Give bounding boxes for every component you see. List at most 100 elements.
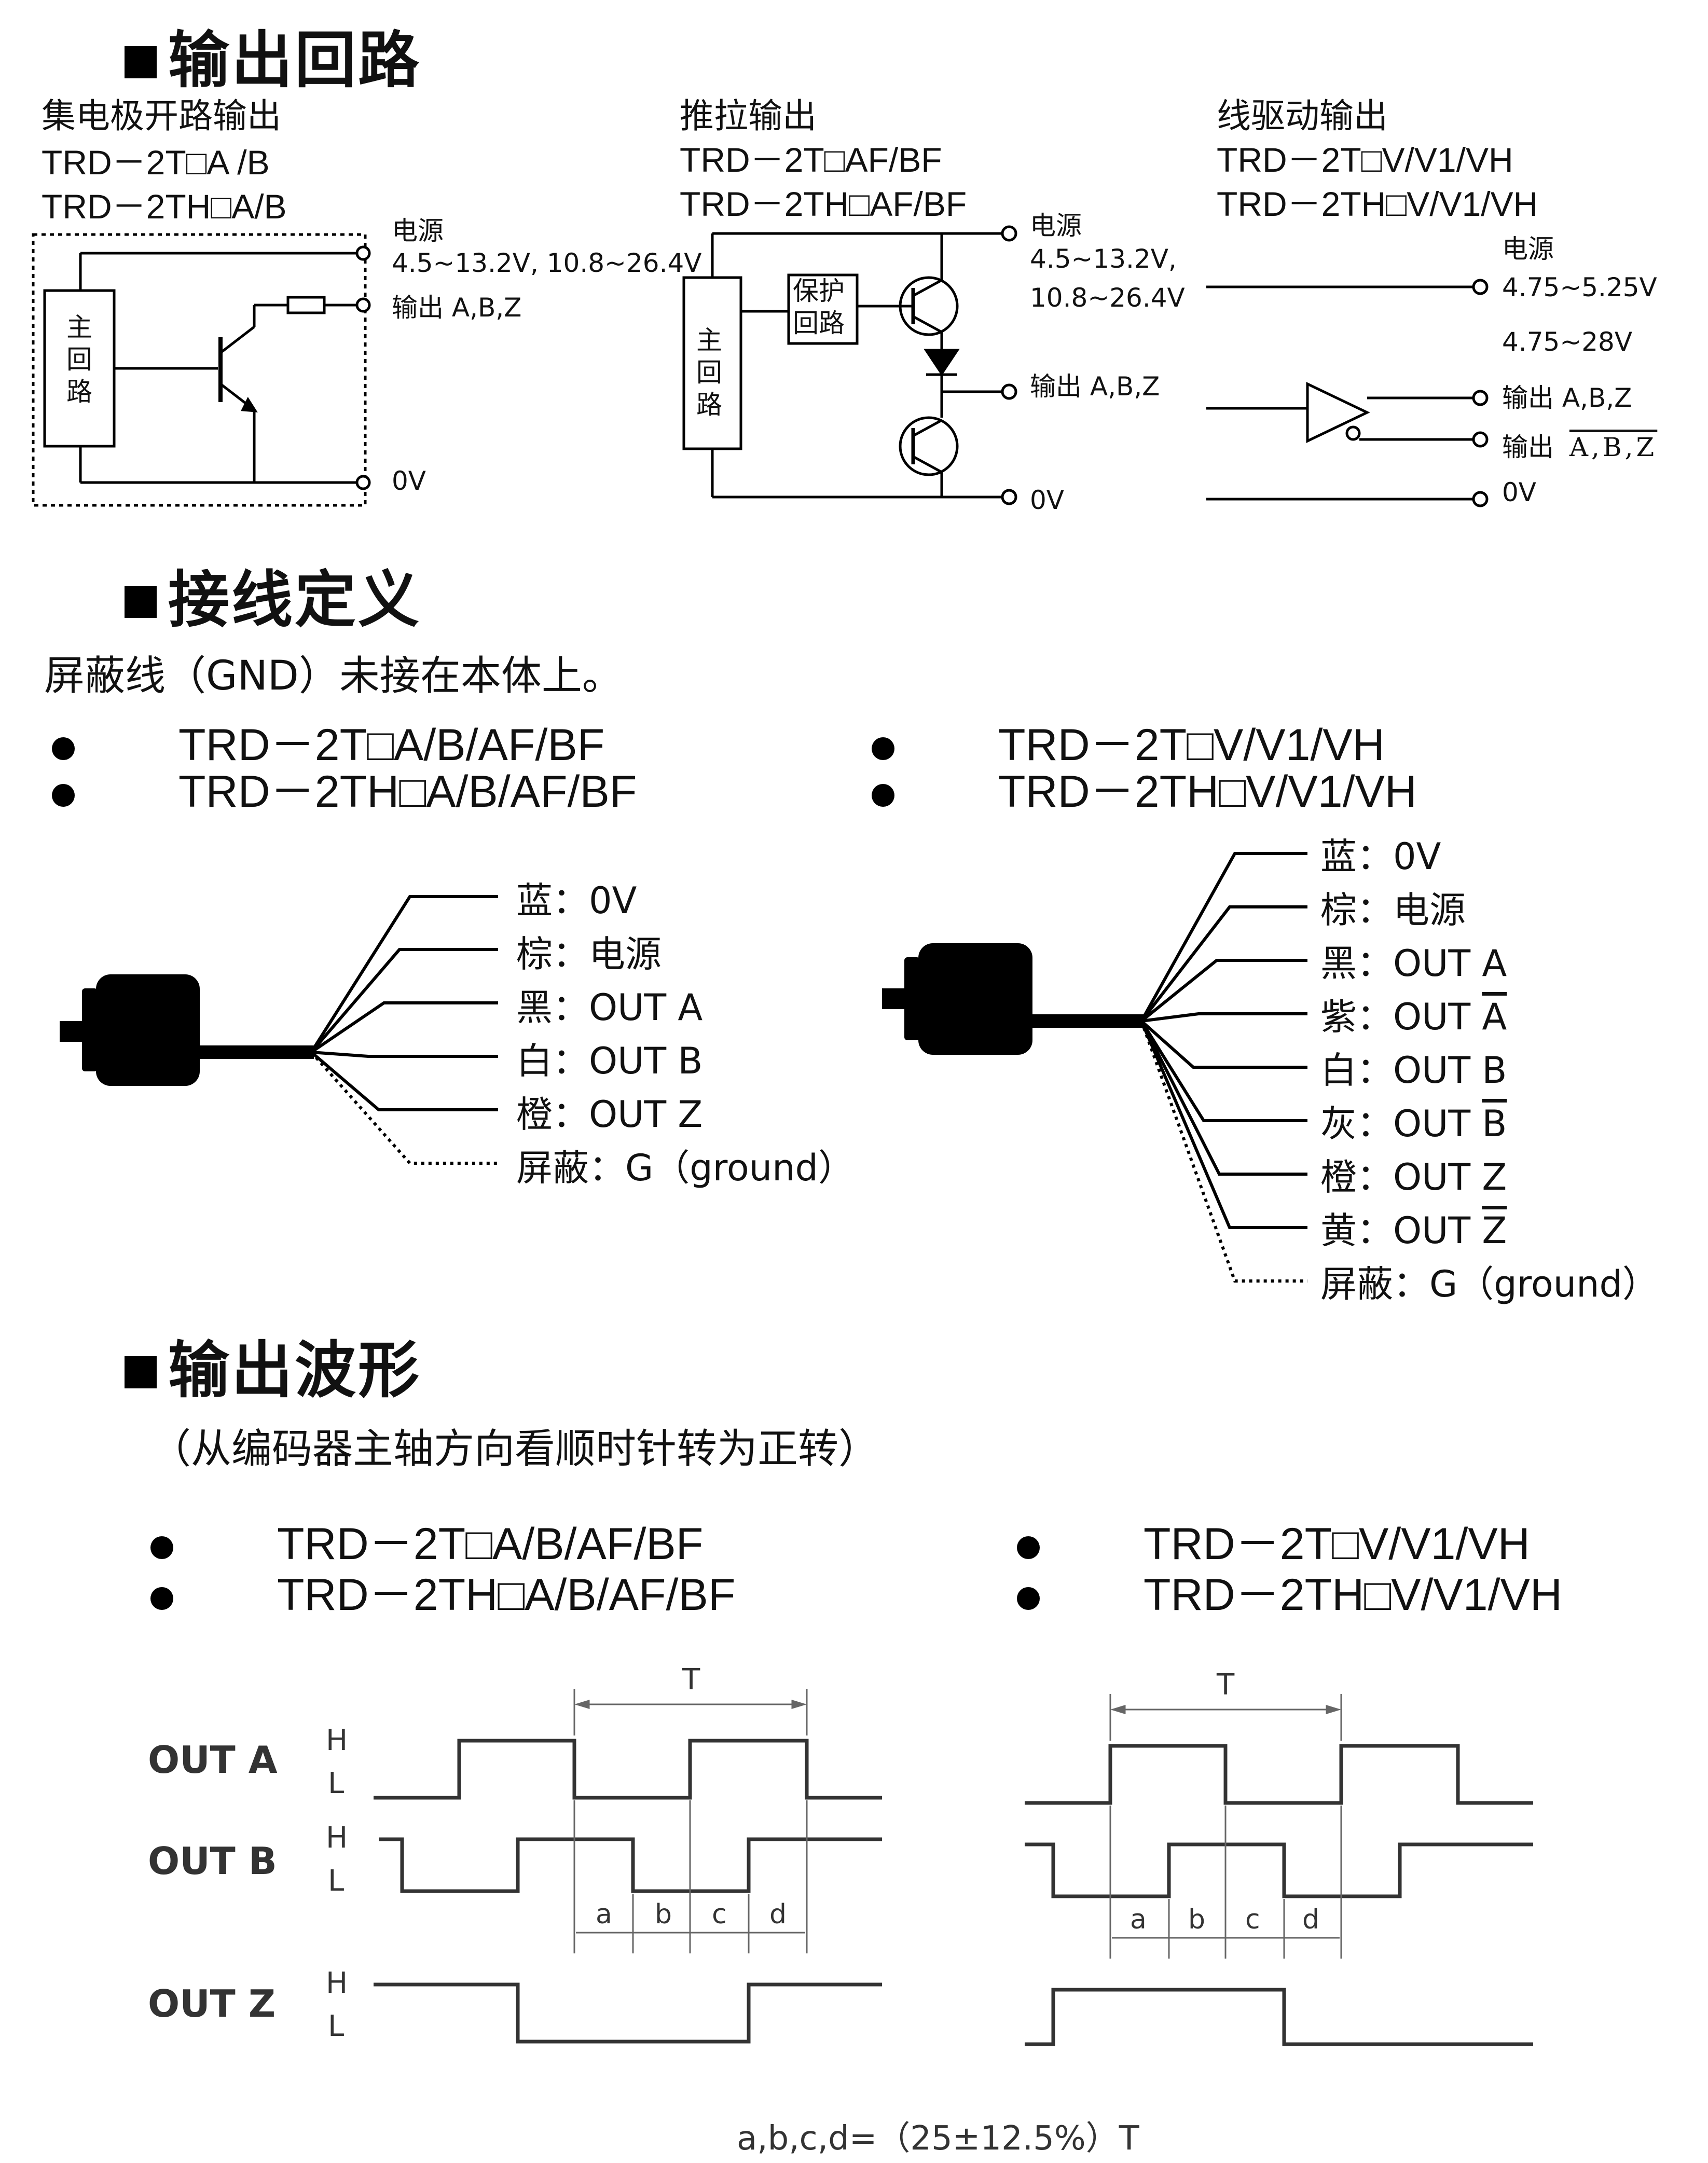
level-high-a: H: [326, 1724, 348, 1757]
oc-power-label: 电源: [392, 216, 444, 246]
ld-output-inv-names: A,B,Z: [1569, 432, 1658, 462]
bullet-icon: [1017, 1536, 1040, 1559]
pp-protect-label: 保护回路: [793, 276, 845, 338]
ld-power-range-1: 4.75~5.25V: [1502, 272, 1657, 302]
bullet-icon: [1017, 1587, 1040, 1610]
period-label-left: T: [682, 1663, 700, 1697]
bullet-icon: [150, 1587, 173, 1610]
oc-main-circuit-label: 主回路: [66, 312, 92, 407]
left-wire-label: 橙：OUT Z: [516, 1093, 703, 1136]
oc-zero-label: 0V: [392, 466, 426, 496]
oc-dotted-boundary: [32, 233, 367, 507]
right-wire-label: 屏蔽：G（ground）: [1320, 1263, 1659, 1305]
waveform-left-out-b: [379, 1837, 882, 1893]
pp-model-1: TRD－2T□AF/BF: [680, 141, 942, 179]
left-wire-label: 屏蔽：G（ground）: [516, 1147, 855, 1189]
ld-power-label: 电源: [1502, 234, 1554, 264]
signal-label-out-z: OUT Z: [148, 1982, 276, 2026]
bullet-icon: [872, 784, 894, 807]
left-wire-label: 蓝：0V: [516, 879, 637, 922]
encoder-left-icon: [60, 974, 314, 1086]
bullet-icon: [52, 737, 75, 760]
level-low-b: L: [328, 1864, 345, 1898]
list-item: TRD－2TH□A/B/AF/BF: [52, 755, 637, 820]
wiring-left-model-list: TRD－2T□A/B/AF/BF TRD－2TH□A/B/AF/BF: [52, 708, 637, 820]
level-high-z: H: [326, 1966, 348, 2000]
square-bullet-icon: [125, 1356, 157, 1388]
right-wire-label: 白：OUT B: [1320, 1049, 1507, 1092]
waveform-left-out-z: [374, 1982, 882, 2044]
ld-zero-label: 0V: [1502, 477, 1537, 507]
pp-main-circuit-label: 主回路: [696, 325, 722, 420]
right-wire-label: 黄：OUT Z: [1320, 1209, 1507, 1252]
oc-power-range: 4.5~13.2V, 10.8~26.4V: [392, 248, 702, 278]
right-wire-label: 棕：电源: [1320, 889, 1466, 931]
section-title-output-circuit: 输出回路: [125, 10, 421, 99]
pp-power-range-1: 4.5~13.2V,: [1030, 244, 1177, 274]
list-item: TRD－2T□A/B/AF/BF: [52, 708, 637, 770]
ld-driver-triangle: [1306, 382, 1370, 443]
level-low-a: L: [328, 1767, 345, 1800]
segment-label-b-left: b: [655, 1899, 672, 1930]
level-high-b: H: [326, 1821, 348, 1855]
pp-title: 推拉输出: [680, 96, 817, 136]
waveform-left-model-list: TRD－2T□A/B/AF/BF TRD－2TH□A/B/AF/BF: [150, 1507, 735, 1623]
right-wire-label: 蓝：0V: [1320, 835, 1441, 878]
list-item: TRD－2T□V/V1/VH: [872, 708, 1417, 770]
signal-label-out-b: OUT B: [148, 1839, 277, 1883]
square-bullet-icon: [125, 586, 157, 618]
duty-formula: a,b,c,d=（25±12.5%）T: [737, 2119, 1139, 2158]
waveform-note: （从编码器主轴方向看顺时针转为正转）: [150, 1426, 879, 1472]
ld-output-inv-label: 输出 A,B,Z: [1502, 432, 1658, 462]
section-title-waveform: 输出波形: [125, 1320, 421, 1409]
segment-label-c-left: c: [712, 1899, 727, 1930]
list-item: TRD－2TH□A/B/AF/BF: [150, 1558, 735, 1623]
pp-power-label: 电源: [1030, 211, 1082, 241]
left-wire-label: 棕：电源: [516, 933, 662, 975]
right-wire-label: 灰：OUT B: [1320, 1103, 1507, 1145]
pp-transistor-lower: [899, 416, 959, 476]
section-title-wiring: 接线定义: [125, 550, 421, 639]
right-wire-label: 橙：OUT Z: [1320, 1156, 1507, 1198]
segment-label-a-right: a: [1130, 1904, 1147, 1935]
oc-model-2: TRD－2TH□A/B: [42, 187, 287, 226]
segment-label-a-left: a: [596, 1899, 612, 1930]
bullet-icon: [150, 1536, 173, 1559]
pp-output-label: 输出 A,B,Z: [1030, 371, 1160, 402]
waveform-right-out-z: [1025, 1988, 1533, 2046]
waveform-right-out-b: [1025, 1842, 1533, 1898]
pp-zero-label: 0V: [1030, 485, 1065, 515]
ld-title: 线驱动输出: [1217, 96, 1388, 136]
segment-label-c-right: c: [1245, 1904, 1260, 1935]
list-item: TRD－2T□A/B/AF/BF: [150, 1507, 735, 1569]
period-label-right: T: [1217, 1668, 1235, 1702]
list-item: TRD－2TH□V/V1/VH: [1017, 1558, 1562, 1623]
bullet-icon: [872, 737, 894, 760]
segment-label-d-right: d: [1302, 1904, 1320, 1935]
square-bullet-icon: [125, 46, 157, 78]
oc-model-1: TRD－2T□A /B: [42, 143, 270, 182]
ld-model-1: TRD－2T□V/V1/VH: [1217, 141, 1513, 179]
left-wire-label: 黑：OUT A: [516, 986, 703, 1029]
pp-model-2: TRD－2TH□AF/BF: [680, 185, 967, 223]
left-wire-label: 白：OUT B: [516, 1040, 703, 1082]
pp-diode: [924, 349, 960, 376]
level-low-z: L: [328, 2009, 345, 2043]
signal-label-out-a: OUT A: [148, 1738, 278, 1782]
oc-title: 集电极开路输出: [42, 96, 281, 136]
bullet-icon: [52, 784, 75, 807]
oc-output-label: 输出 A,B,Z: [392, 293, 522, 323]
segment-label-b-right: b: [1188, 1904, 1206, 1935]
pp-power-range-2: 10.8~26.4V: [1030, 283, 1185, 313]
encoder-right-icon: [882, 943, 1144, 1055]
right-wire-label: 紫：OUT A: [1320, 996, 1507, 1038]
waveform-left-out-a: [374, 1739, 882, 1800]
ld-power-range-2: 4.75~28V: [1502, 327, 1633, 357]
wiring-note: 屏蔽线（GND）未接在本体上。: [44, 653, 623, 699]
wiring-right-model-list: TRD－2T□V/V1/VH TRD－2TH□V/V1/VH: [872, 708, 1417, 820]
waveform-right-out-a: [1025, 1744, 1533, 1805]
ld-output-label: 输出 A,B,Z: [1502, 383, 1632, 413]
waveform-right-model-list: TRD－2T□V/V1/VH TRD－2TH□V/V1/VH: [1017, 1507, 1562, 1623]
pp-protect-block: [787, 273, 859, 345]
